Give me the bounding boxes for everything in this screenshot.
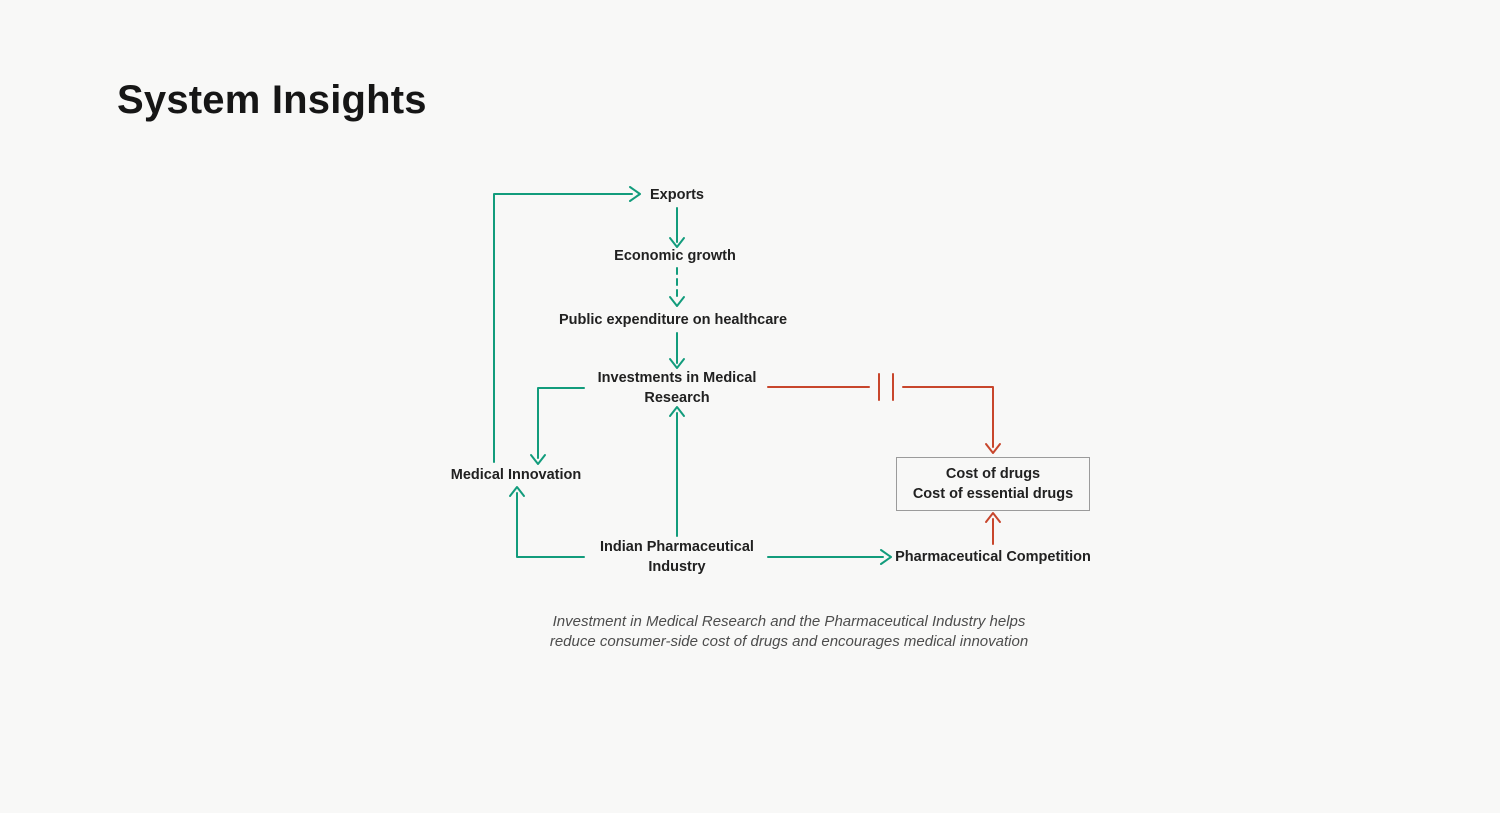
delay-marks-icon [878, 373, 894, 401]
arrowhead-right-icon [880, 549, 892, 565]
node-economic-growth: Economic growth [614, 248, 736, 264]
node-public-expenditure-on-healthcare: Public expenditure on healthcare [558, 312, 788, 328]
node-exports: Exports [650, 187, 704, 203]
node-indian-pharmaceutical-industry: Indian Pharmaceutical Industry [600, 539, 754, 575]
node-medical-innovation: Medical Innovation [450, 467, 582, 483]
arrowhead-down-icon [669, 358, 685, 369]
arrowhead-up-icon [669, 406, 685, 417]
node-cost-of-drugs-box: Cost of drugs Cost of essential drugs [896, 457, 1090, 511]
edge-pharma-competition-to-cost-of-drugs [985, 512, 1001, 545]
node-pharmaceutical-competition: Pharmaceutical Competition [895, 549, 1091, 565]
edge-exports-to-economic-growth [669, 207, 685, 248]
caption-line-2: reduce consumer-side cost of drugs and e… [549, 633, 1029, 650]
caption: Investment in Medical Research and the P… [550, 612, 1028, 652]
edge-indian-pharma-to-medical-innovation [509, 486, 585, 558]
arrowhead-down-icon [669, 296, 685, 307]
caption-line-1: Investment in Medical Research and the P… [552, 613, 1026, 630]
arrowhead-up-icon [509, 486, 525, 497]
edge-indian-pharma-to-investments [669, 406, 685, 537]
edge-economic-growth-to-public-expenditure [669, 267, 685, 307]
arrowhead-down-icon [669, 237, 685, 248]
node-investments-in-medical-research: Investments in Medical Research [597, 370, 757, 406]
cost-box-line-2: Cost of essential drugs [912, 486, 1074, 502]
arrowhead-up-icon [985, 512, 1001, 523]
arrowhead-right-icon [629, 186, 641, 202]
edge-public-expenditure-to-investments [669, 332, 685, 369]
edge-investments-to-medical-innovation [530, 387, 585, 465]
edge-indian-pharma-to-pharma-competition [767, 549, 892, 565]
cost-box-line-1: Cost of drugs [945, 466, 1041, 482]
arrowhead-down-icon [985, 443, 1001, 454]
arrowhead-down-icon [530, 454, 546, 465]
edge-investments-to-cost-of-drugs [767, 373, 1001, 454]
edge-medical-innovation-to-exports [493, 186, 641, 463]
page-title: System Insights [117, 78, 427, 122]
